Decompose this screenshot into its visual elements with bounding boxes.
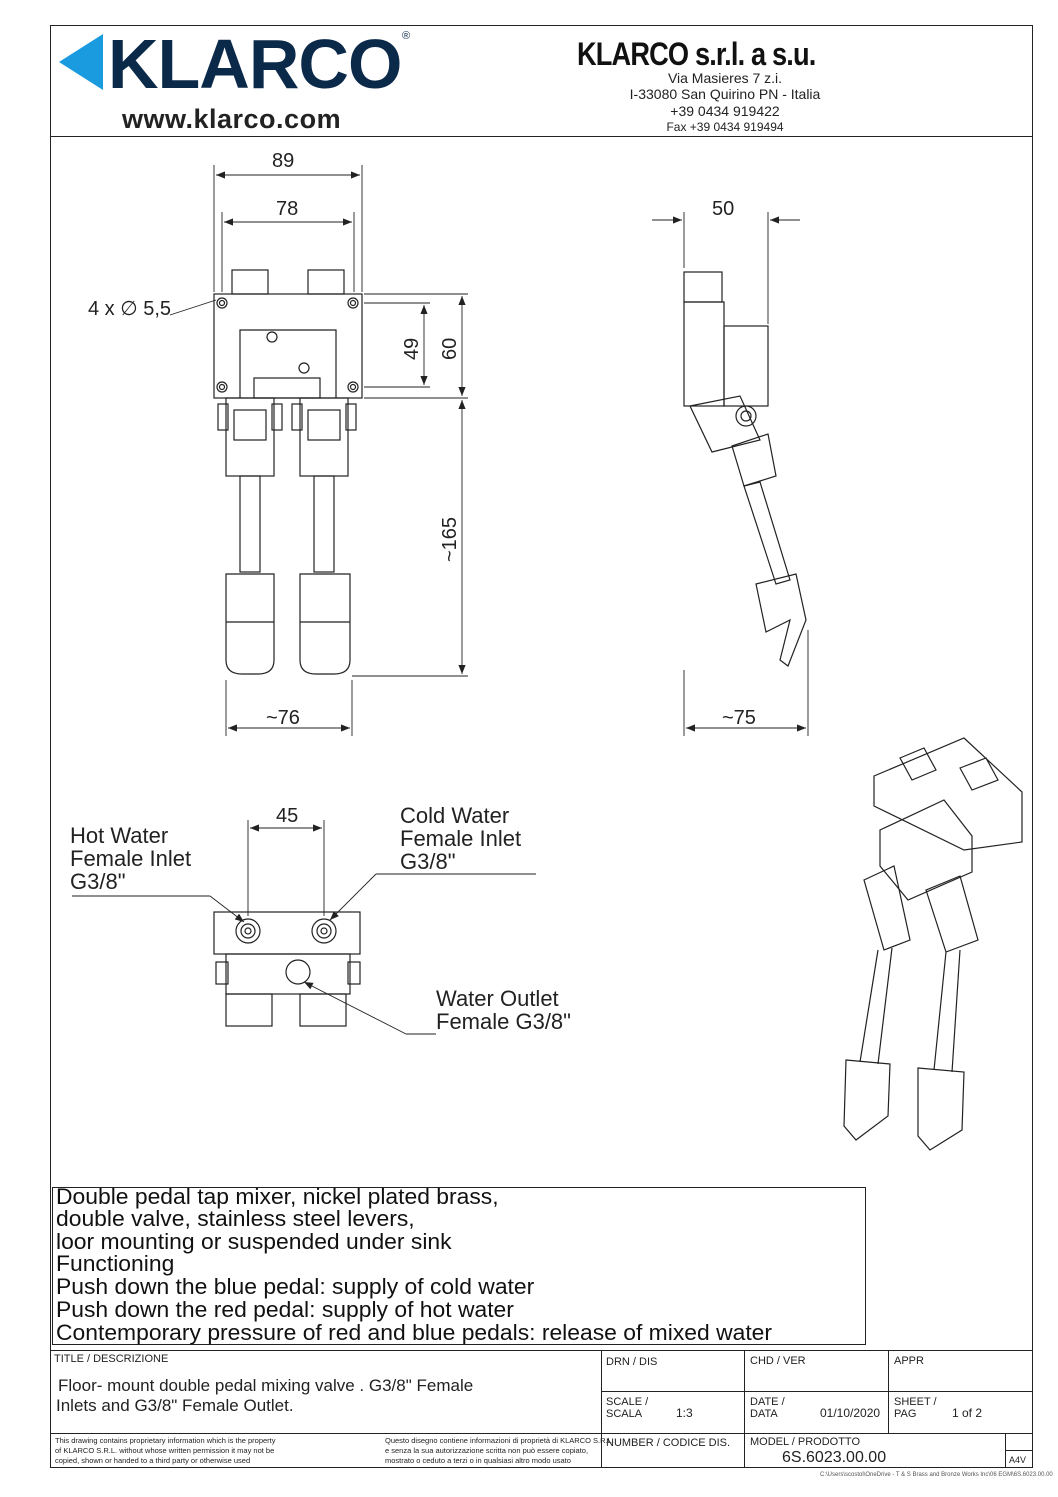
hot-inlet-line-1: Hot Water — [70, 823, 169, 848]
address-line-4: Fax +39 0434 919494 — [666, 120, 784, 134]
dim-holes: 4 x ∅ 5,5 — [88, 298, 171, 320]
dim-45: 45 — [276, 805, 298, 827]
address-line-2: I-33080 San Quirino PN - Italia — [629, 86, 821, 102]
number-label: NUMBER / CODICE DIS. — [606, 1437, 731, 1449]
description-line-3: loor mounting or suspended under sink — [56, 1229, 452, 1254]
bottom-view — [213, 911, 361, 1027]
file-path: C:\Users\scostol\OneDrive - T & S Brass … — [820, 1472, 1053, 1478]
dim-50: 50 — [712, 198, 734, 220]
paper-size-cell — [1005, 1450, 1033, 1468]
address-line-3: +39 0434 919422 — [670, 103, 780, 119]
dim-165: ~165 — [439, 517, 461, 562]
description-line-7: Contemporary pressure of red and blue pe… — [56, 1320, 773, 1345]
dim-75: ~75 — [722, 707, 756, 729]
side-view — [683, 271, 807, 667]
sheet-value: 1 of 2 — [952, 1406, 983, 1420]
front-view — [213, 269, 363, 675]
description-line-4: Functioning — [56, 1251, 175, 1276]
date-value: 01/10/2020 — [820, 1406, 881, 1420]
dim-60: 60 — [439, 338, 461, 360]
dim-76: ~76 — [266, 707, 300, 729]
title-value-1: Floor- mount double pedal mixing valve .… — [58, 1376, 474, 1395]
dim-89: 89 — [272, 150, 294, 172]
model-label: MODEL / PRODOTTO — [750, 1436, 861, 1448]
legal-it-2: e senza la sua autorizzazione scritta no… — [385, 1446, 589, 1455]
cold-inlet-line-3: G3/8" — [400, 849, 456, 874]
title-label: TITLE / DESCRIZIONE — [54, 1353, 169, 1365]
model-value: 6S.6023.00.00 — [782, 1449, 887, 1466]
cold-inlet-line-1: Cold Water — [400, 803, 510, 828]
scale-label-1: SCALE / — [606, 1396, 649, 1408]
hot-inlet-line-2: Female Inlet — [70, 846, 192, 871]
cold-inlet-line-2: Female Inlet — [400, 826, 522, 851]
outlet-line-1: Water Outlet — [436, 986, 559, 1011]
logo-text: KLARCO — [108, 25, 402, 103]
scale-value: 1:3 — [676, 1406, 693, 1420]
legal-en-1: This drawing contains proprietary inform… — [55, 1436, 276, 1445]
sheet-label-2: PAG — [894, 1408, 917, 1420]
legal-en-3: copied, shown or handed to a third party… — [55, 1456, 251, 1465]
title-value-2: Inlets and G3/8" Female Outlet. — [56, 1396, 294, 1415]
address-line-1: Via Masieres 7 z.i. — [667, 70, 783, 86]
date-label-1: DATE / — [750, 1396, 785, 1408]
company-name: KLARCO s.r.l. a s.u. — [577, 36, 816, 72]
legal-it-3: mostrato o ceduto a terzi o in qualsiasi… — [385, 1456, 571, 1465]
description-line-5: Push down the blue pedal: supply of cold… — [56, 1274, 535, 1299]
dim-49: 49 — [401, 338, 423, 360]
website-link[interactable]: www.klarco.com — [122, 104, 342, 134]
appr-label: APPR — [894, 1355, 924, 1367]
outlet-line-2: Female G3/8" — [436, 1009, 571, 1034]
description-line-2: double valve, stainless steel levers, — [56, 1206, 415, 1231]
logo-arrow-icon — [59, 34, 103, 90]
legal-en-2: of KLARCO S.R.L. without whose written p… — [55, 1446, 275, 1455]
date-label-2: DATA — [750, 1408, 778, 1420]
hot-inlet-line-3: G3/8" — [70, 869, 126, 894]
header-divider — [50, 136, 1033, 137]
paper-size: A4V — [1009, 1455, 1027, 1465]
scale-label-2: SCALA — [606, 1408, 643, 1420]
sheet-label-1: SHEET / — [894, 1396, 937, 1408]
dim-78: 78 — [276, 198, 298, 220]
description-line-6: Push down the red pedal: supply of hot w… — [56, 1297, 514, 1322]
logo-registered: ® — [402, 30, 411, 42]
description-box — [52, 1187, 866, 1345]
description-line-1: Double pedal tap mixer, nickel plated br… — [56, 1184, 499, 1209]
chd-label: CHD / VER — [750, 1355, 806, 1367]
drn-label: DRN / DIS — [606, 1356, 658, 1368]
isometric-view — [843, 737, 1023, 1151]
legal-it-1: Questo disegno contiene informazioni di … — [385, 1436, 614, 1445]
